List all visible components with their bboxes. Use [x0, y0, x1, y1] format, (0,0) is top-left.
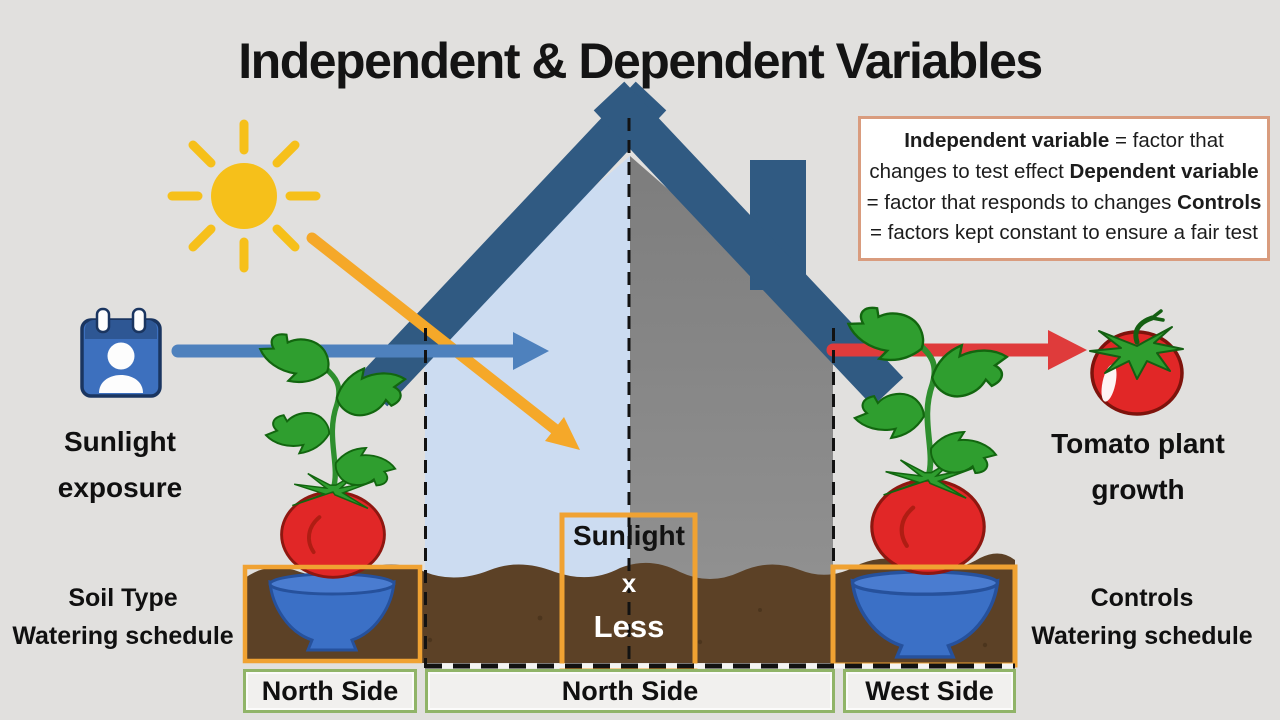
side-label-center: North Side [425, 669, 835, 713]
tomato-icon [1089, 309, 1184, 416]
tomato-plant-icon [841, 297, 1013, 573]
controls-right-line1: Controls [1090, 584, 1194, 612]
definition-term: Dependent variable [1069, 159, 1259, 183]
dependent-variable-label: Tomato plant growth [1051, 428, 1225, 506]
left-plot-highlight-box [242, 564, 423, 664]
controls-left-line1: Soil Type [68, 584, 178, 612]
roof-right [593, 81, 904, 407]
definition-text: = factor that changes to test effect [869, 129, 1224, 183]
page-title: Independent & Dependent Variables [238, 33, 1043, 89]
sun-icon [167, 119, 321, 273]
definition-term: Controls [1177, 190, 1262, 214]
controls-left-line2: Watering schedule [12, 621, 234, 650]
controls-right-label: Controls Watering schedule [1012, 580, 1272, 655]
sunlit-wall [425, 156, 630, 622]
annotation-line1: Sunlight [573, 520, 685, 551]
definitions-box: Independent variable = factor that chang… [858, 116, 1270, 261]
roof-left [356, 81, 667, 407]
calendar-person-icon [80, 307, 162, 398]
definition-text: = factor that responds to changes [866, 190, 1172, 214]
independent-arrow [171, 332, 549, 370]
annotation-line2: x [621, 568, 637, 598]
definition-text: = factors kept constant to ensure a fair… [870, 221, 1258, 245]
definition-term: Independent variable [904, 129, 1110, 152]
side-label-right: West Side [843, 669, 1016, 713]
side-label-left: North Side [243, 669, 417, 713]
controls-left-label: Soil Type Watering schedule [0, 580, 250, 655]
independent-variable-label: Sunlight exposure [57, 426, 183, 504]
house-graphic [356, 81, 904, 622]
dependent-arrow [826, 330, 1087, 370]
shaded-wall [630, 156, 833, 622]
annotation-line3: Less [593, 609, 665, 644]
controls-right-line2: Watering schedule [1031, 621, 1253, 650]
sunlight-less-annotation: Sunlight x Less [562, 520, 696, 645]
sunlight-ray-arrow [306, 232, 580, 450]
